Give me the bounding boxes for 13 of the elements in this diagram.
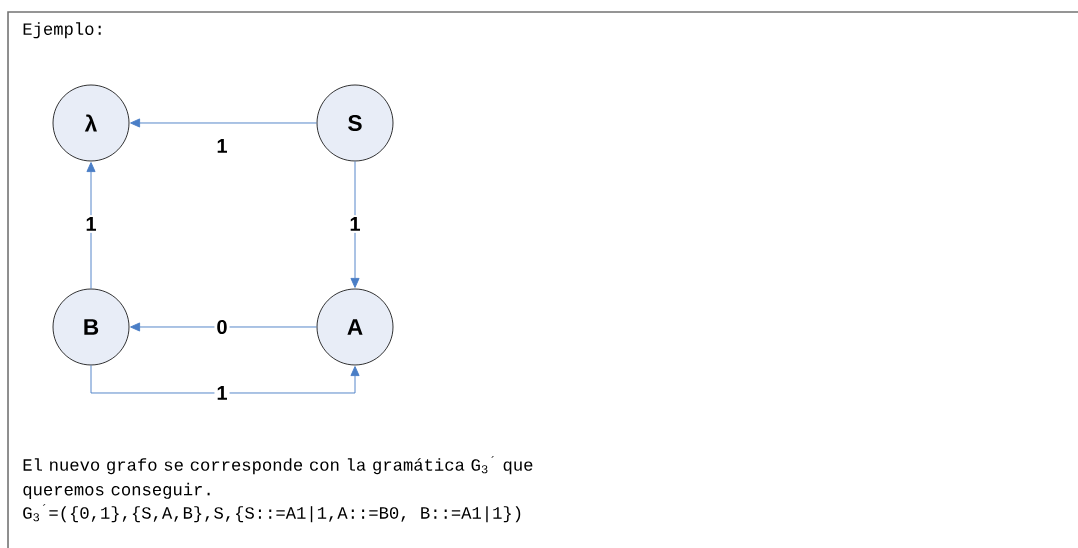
arrow	[350, 160, 360, 288]
edge-label: 0	[214, 317, 230, 337]
edge-label: 1	[83, 215, 99, 233]
grammar-formula: G$_{3}$$^{´}$=({0,1},{S,A,B},S,{S::=A1|1,A::=B0, B::=A1|1})	[23, 504, 521, 523]
arrow	[90, 364, 360, 394]
arrow	[130, 322, 318, 332]
edge-label: 1	[217, 139, 227, 153]
edge-label: 1	[214, 384, 230, 402]
arrow	[130, 118, 318, 128]
arrow	[86, 162, 96, 290]
paragraph: El nuevo grafo se corresponde con la gramática G$_{3}$$^{´}$ que queremos conseguir.	[23, 456, 533, 499]
heading: Ejemplo:	[23, 22, 101, 39]
edge-label: 1	[347, 215, 363, 233]
